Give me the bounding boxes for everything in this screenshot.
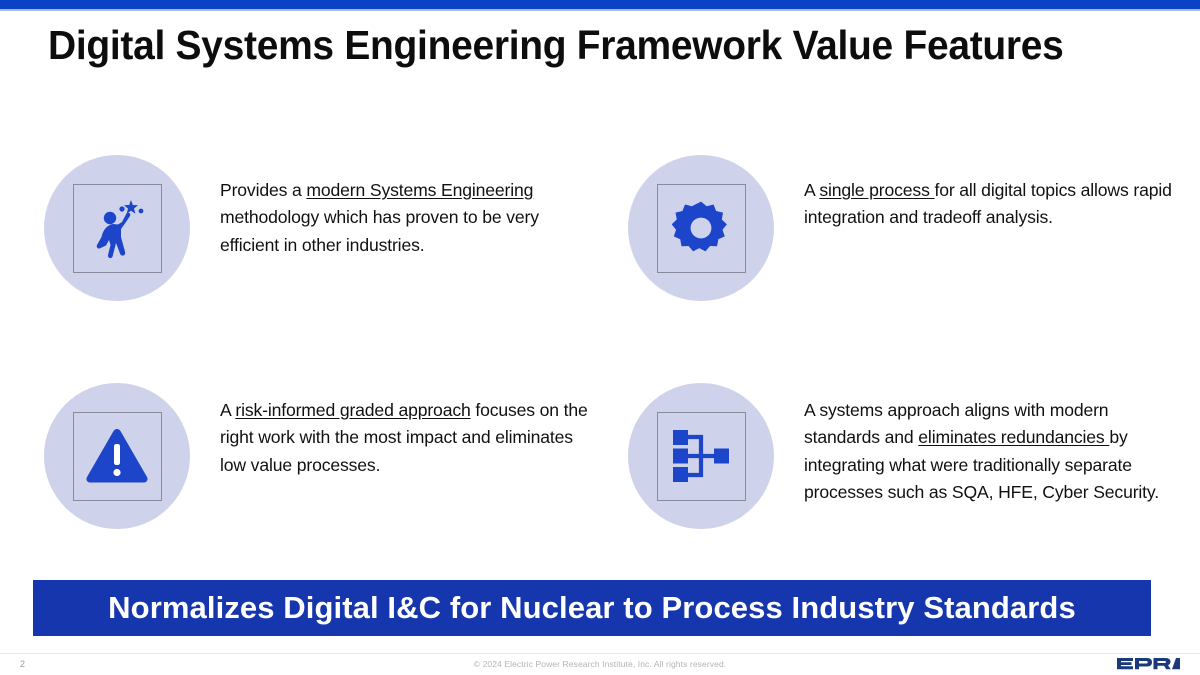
feature-icon-circle [44, 383, 190, 529]
feature-description: A risk-informed graded approach focuses … [220, 400, 588, 475]
feature-item: Provides a modern Systems Engineering me… [44, 155, 589, 301]
top-accent-bar-shadow [0, 9, 1200, 11]
feature-description: A single process for all digital topics … [804, 180, 1172, 228]
warning-triangle-icon [86, 429, 148, 483]
feature-item: A single process for all digital topics … [628, 155, 1173, 301]
feature-icon-frame [72, 411, 162, 501]
feature-icon-circle [628, 155, 774, 301]
person-reaching-stars-icon [96, 200, 144, 259]
feature-grid: Provides a modern Systems Engineering me… [0, 140, 1200, 570]
feature-icon-frame [72, 183, 162, 273]
gear-icon [672, 201, 727, 252]
footer-divider [0, 653, 1200, 654]
copyright-notice: © 2024 Electric Power Research Institute… [473, 659, 727, 669]
epri-logo [1117, 658, 1180, 670]
feature-item: A risk-informed graded approach focuses … [44, 383, 589, 529]
page-number: 2 [20, 659, 26, 669]
feature-icon-circle [44, 155, 190, 301]
feature-icon-frame [656, 411, 746, 501]
feature-item: A systems approach aligns with modern st… [628, 383, 1173, 529]
page-title: Digital Systems Engineering Framework Va… [48, 22, 1064, 68]
top-accent-bar [0, 0, 1200, 9]
summary-banner-text: Normalizes Digital I&C for Nuclear to Pr… [108, 590, 1076, 625]
summary-banner: Normalizes Digital I&C for Nuclear to Pr… [33, 580, 1151, 636]
hierarchy-diagram-icon [673, 430, 729, 482]
feature-icon-frame [656, 183, 746, 273]
feature-description: Provides a modern Systems Engineering me… [220, 180, 539, 255]
feature-description: A systems approach aligns with modern st… [804, 400, 1159, 503]
feature-icon-circle [628, 383, 774, 529]
